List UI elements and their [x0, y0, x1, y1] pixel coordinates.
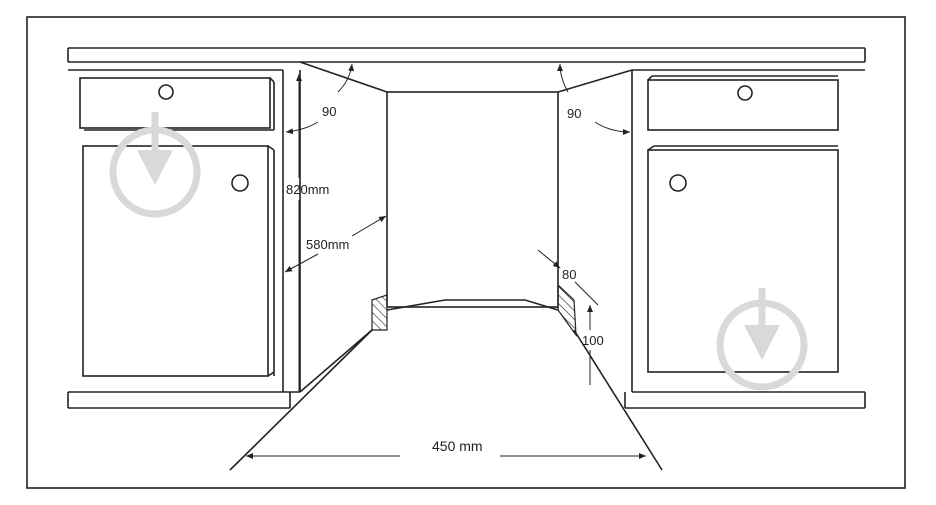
height-label: 820mm — [286, 182, 329, 197]
countertop — [67, 47, 866, 71]
download-arrow-icon — [109, 112, 201, 218]
dimensions: 90 90 820mm 580mm 80 100 450 mm — [246, 63, 646, 459]
outer-frame — [26, 16, 906, 489]
angle-left-label: 90 — [322, 104, 336, 119]
offset-side-label: 100 — [582, 333, 604, 348]
offset-top-label: 80 — [562, 267, 576, 282]
download-arrow-icon — [716, 288, 808, 391]
width-label: 450 mm — [432, 438, 483, 454]
angle-right-label: 90 — [567, 106, 581, 121]
left-hatch — [371, 294, 388, 331]
niche — [229, 61, 663, 471]
left-cabinet — [67, 70, 301, 409]
depth-label: 580mm — [306, 237, 349, 252]
right-cabinet — [624, 70, 866, 409]
right-hatch — [557, 283, 577, 338]
